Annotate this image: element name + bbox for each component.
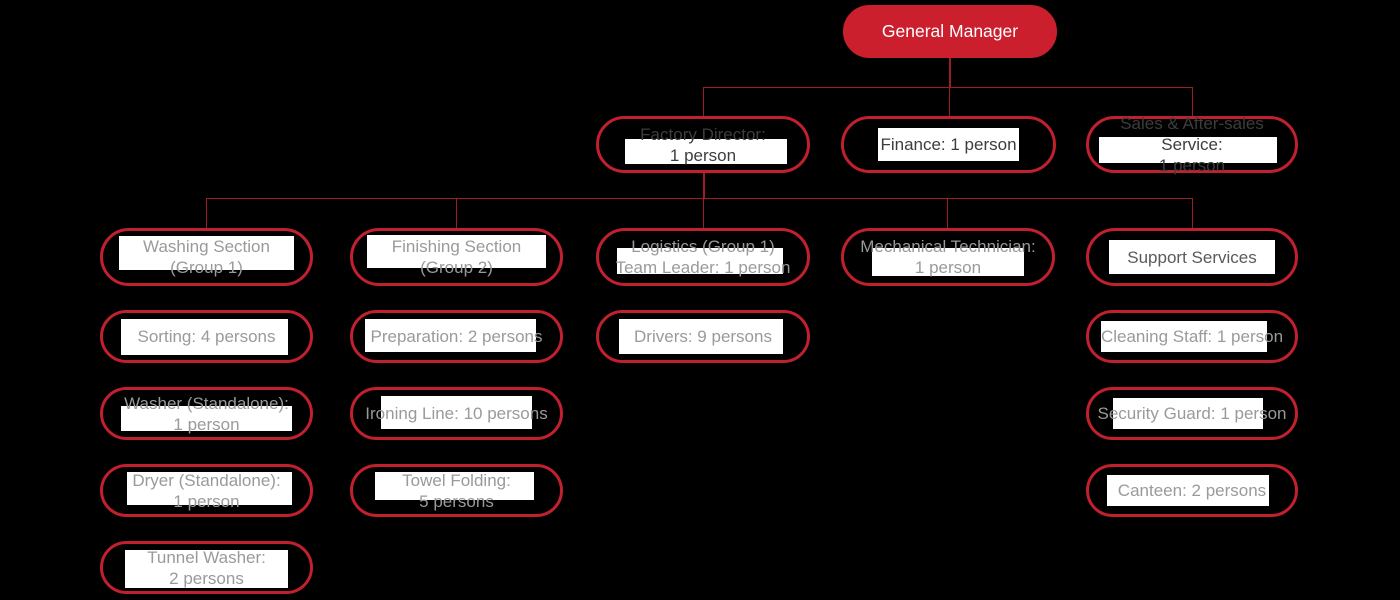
- highlight-band: [1109, 240, 1275, 274]
- node-label: Ironing Line: 10 persons: [365, 404, 548, 423]
- highlight-band: [125, 550, 288, 588]
- node-finance: Finance: 1 person: [841, 116, 1056, 173]
- connector-sections-hline: [206, 198, 1192, 199]
- node-preparation: Preparation: 2 persons: [350, 310, 563, 363]
- highlight-band: [375, 472, 534, 500]
- connector-root-drop: [949, 58, 951, 88]
- highlight-band: [119, 236, 294, 270]
- node-towel-folding: Towel Folding: 5 persons: [350, 464, 563, 517]
- node-sorting: Sorting: 4 persons: [100, 310, 313, 363]
- node-label: Sorting: 4 persons: [137, 327, 276, 346]
- node-security-guard: Security Guard: 1 person: [1086, 387, 1298, 440]
- connector-factory-drop: [703, 173, 705, 198]
- connector-drop-sales: [1192, 87, 1193, 116]
- connector-level2-hline: [703, 87, 1193, 88]
- node-label: Factory Director: 1 person: [640, 124, 766, 165]
- node-label: Towel Folding: 5 persons: [402, 470, 511, 511]
- highlight-band: [121, 319, 288, 355]
- highlight-band: [625, 139, 787, 164]
- node-label: Drivers: 9 persons: [634, 327, 772, 346]
- node-label: Sales & After-sales Service: 1 person: [1120, 114, 1264, 175]
- connector-drop-logistics: [703, 198, 704, 228]
- node-label: Security Guard: 1 person: [1097, 404, 1287, 423]
- highlight-band: [127, 472, 292, 505]
- node-canteen: Canteen: 2 persons: [1086, 464, 1298, 517]
- connector-drop-factory-director: [703, 87, 704, 116]
- node-label: Support Services: [1127, 247, 1257, 267]
- node-label: Dryer (Standalone): 1 person: [132, 470, 281, 511]
- node-factory-director: Factory Director: 1 person: [596, 116, 810, 173]
- highlight-band: [121, 406, 292, 431]
- highlight-band: [1113, 398, 1263, 429]
- node-washing-section: Washing Section (Group 1): [100, 228, 313, 286]
- connector-drop-mechanical: [947, 198, 948, 228]
- node-finishing-section: Finishing Section (Group 2): [350, 228, 563, 286]
- connector-drop-washing: [206, 198, 207, 228]
- highlight-band: [365, 319, 536, 352]
- node-label: General Manager: [881, 21, 1019, 41]
- connector-drop-finance: [949, 87, 950, 116]
- highlight-band: [367, 235, 546, 268]
- highlight-band: [619, 319, 783, 354]
- node-dryer-standalone: Dryer (Standalone): 1 person: [100, 464, 313, 517]
- node-label: Finance: 1 person: [880, 135, 1017, 154]
- node-label: Cleaning Staff: 1 person: [1100, 327, 1284, 346]
- node-label: Logistics (Group 1) Team Leader: 1 perso…: [615, 237, 791, 277]
- highlight-band: [1107, 475, 1269, 506]
- node-label: Washer (Standalone): 1 person: [124, 393, 289, 434]
- highlight-band: [617, 248, 783, 274]
- highlight-band: [872, 248, 1024, 276]
- node-label: Washing Section (Group 1): [143, 237, 270, 277]
- node-support-services: Support Services: [1086, 228, 1298, 286]
- node-general-manager: General Manager: [843, 5, 1057, 58]
- node-label: Mechanical Technician: 1 person: [860, 237, 1036, 277]
- node-drivers: Drivers: 9 persons: [596, 310, 810, 363]
- node-label: Preparation: 2 persons: [370, 327, 543, 346]
- node-label: Canteen: 2 persons: [1117, 481, 1267, 500]
- node-washer-standalone: Washer (Standalone): 1 person: [100, 387, 313, 440]
- highlight-band: [878, 128, 1019, 161]
- node-label: Tunnel Washer: 2 persons: [147, 547, 266, 588]
- node-mechanical-technician: Mechanical Technician: 1 person: [841, 228, 1055, 286]
- node-ironing-line: Ironing Line: 10 persons: [350, 387, 563, 440]
- connector-drop-finishing: [456, 198, 457, 228]
- highlight-band: [381, 396, 532, 429]
- node-label: Finishing Section (Group 2): [391, 237, 522, 277]
- node-cleaning-staff: Cleaning Staff: 1 person: [1086, 310, 1298, 363]
- node-sales-after-sales: Sales & After-sales Service: 1 person: [1086, 114, 1298, 175]
- node-tunnel-washer: Tunnel Washer: 2 persons: [100, 541, 313, 594]
- node-logistics: Logistics (Group 1) Team Leader: 1 perso…: [596, 228, 810, 286]
- highlight-band: [1101, 321, 1267, 352]
- highlight-band: [1099, 137, 1277, 163]
- connector-drop-support: [1192, 198, 1193, 228]
